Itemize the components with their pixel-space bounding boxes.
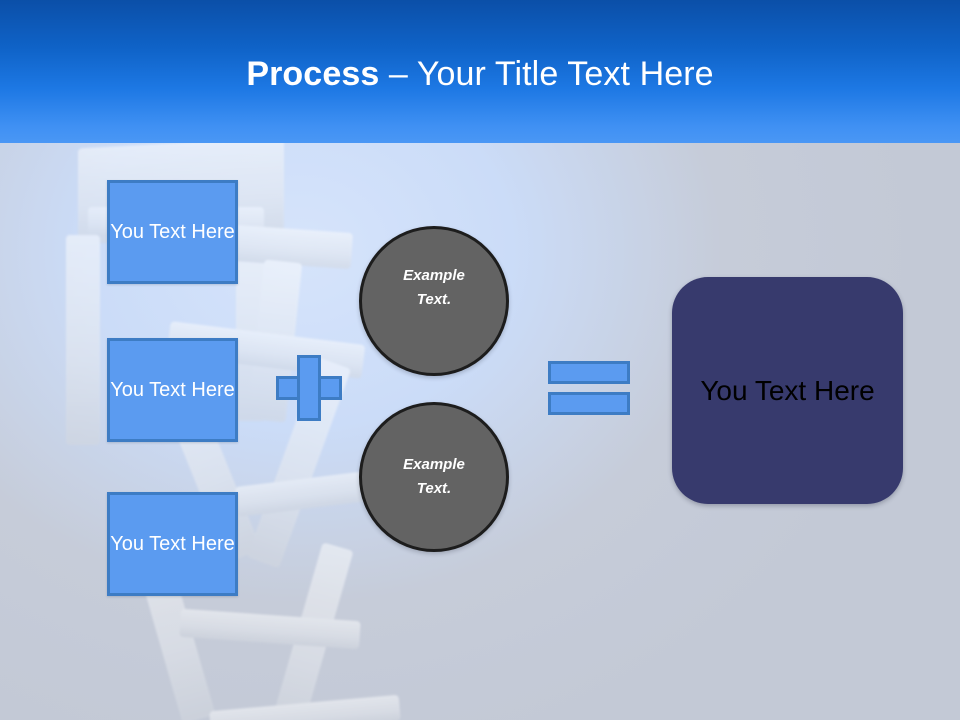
example-circle-2[interactable]: Example Text. xyxy=(359,402,509,552)
example-circle-1[interactable]: Example Text. xyxy=(359,226,509,376)
input-box-3[interactable]: You Text Here xyxy=(107,492,238,596)
example-circle-2-line2: Text. xyxy=(416,480,452,497)
page-title-strong: Process xyxy=(246,55,380,93)
plus-icon-center-fill xyxy=(300,379,318,397)
page-title-rest: – Your Title Text Here xyxy=(379,55,714,93)
result-box-label: You Text Here xyxy=(700,374,875,406)
plus-icon xyxy=(276,355,342,421)
equals-icon-bottom-bar xyxy=(548,392,630,415)
input-box-1-label: You Text Here xyxy=(110,220,235,243)
equals-icon xyxy=(548,361,630,415)
input-box-2-label: You Text Here xyxy=(110,378,235,401)
result-box[interactable]: You Text Here xyxy=(672,277,903,504)
input-box-1[interactable]: You Text Here xyxy=(107,180,238,284)
input-box-3-label: You Text Here xyxy=(110,532,235,555)
example-circle-1-line1: Example xyxy=(403,267,465,284)
input-box-2[interactable]: You Text Here xyxy=(107,338,238,442)
equals-icon-top-bar xyxy=(548,361,630,384)
slide-header-bar: Process – Your Title Text Here xyxy=(0,0,960,143)
example-circle-1-line2: Text. xyxy=(416,291,452,308)
example-circle-2-line1: Example xyxy=(403,456,465,473)
page-title: Process – Your Title Text Here xyxy=(0,54,960,94)
